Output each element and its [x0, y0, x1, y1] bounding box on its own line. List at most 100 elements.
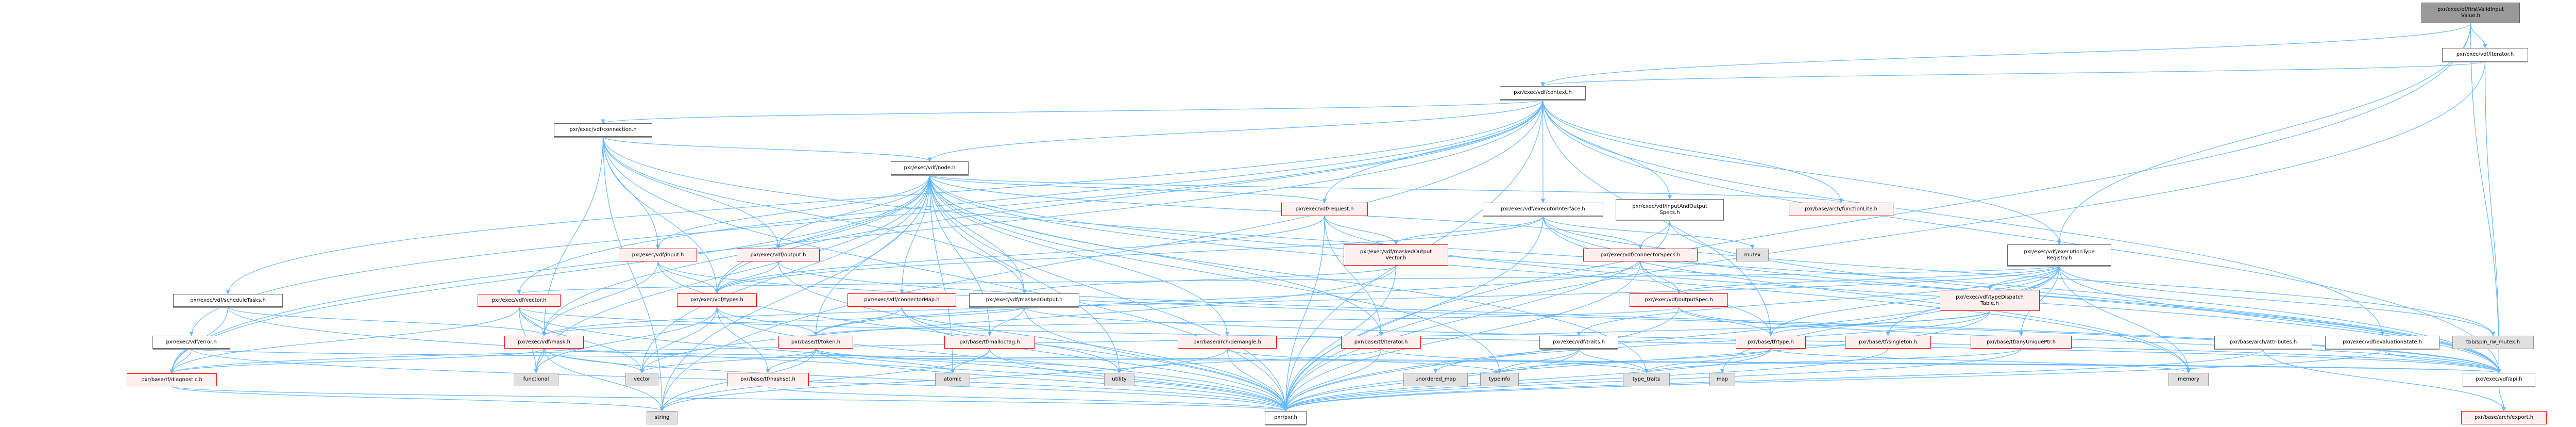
graph-node-type-dispatch-table[interactable]: pxr/exec/vdf/typeDispatch Table.h — [1940, 290, 2040, 311]
graph-node-unordered-map[interactable]: unordered_map — [1403, 373, 1468, 386]
graph-node-map[interactable]: map — [1709, 373, 1735, 386]
graph-node-node[interactable]: pxr/exec/vdf/node.h — [891, 161, 969, 175]
edge-scheduleTasks-to-mask — [227, 306, 547, 336]
graph-node-connector-specs[interactable]: pxr/exec/vdf/connectorSpecs.h — [1583, 249, 1698, 261]
edge-input-to-mask — [541, 261, 658, 336]
graph-node-singleton[interactable]: pxr/base/tf/singleton.h — [1845, 336, 1931, 349]
graph-node-executor-interface[interactable]: pxr/exec/vdf/executorInterface.h — [1483, 203, 1603, 216]
graph-node-connection[interactable]: pxr/exec/vdf/connection.h — [554, 123, 652, 137]
edge-outputSpec-to-tfType — [1678, 306, 1773, 336]
graph-node-token[interactable]: pxr/base/tf/token.h — [778, 336, 853, 349]
graph-node-output-spec[interactable]: pxr/exec/vdf/outputSpec.h — [1630, 293, 1728, 307]
node-label: map — [1716, 376, 1728, 382]
graph-node-connector-map[interactable]: pxr/exec/vdf/connectorMap.h — [848, 293, 956, 307]
edge-node-to-diagnostic — [170, 174, 930, 374]
edge-context-to-connection — [601, 99, 1544, 124]
node-label: pxr/exec/vdf/evaluationState.h — [2342, 339, 2422, 345]
graph-node-masked-output-vector[interactable]: pxr/exec/vdf/maskedOutput Vector.h — [1344, 244, 1448, 266]
edge-executorInterface-to-pxr — [1283, 216, 1544, 412]
graph-node-utility[interactable]: utility — [1104, 373, 1134, 386]
graph-node-diagnostic[interactable]: pxr/base/tf/diagnostic.h — [127, 373, 217, 386]
graph-node-evaluation-state[interactable]: pxr/exec/vdf/evaluationState.h — [2325, 336, 2439, 349]
edge-vdfIterator-to-context — [1540, 61, 2486, 87]
edge-mask-to-pxr — [544, 348, 1288, 412]
graph-node-export[interactable]: pxr/base/arch/export.h — [2461, 411, 2547, 424]
edge-connection-to-output — [602, 136, 781, 249]
node-label: mutex — [1744, 252, 1761, 258]
graph-node-any-unique-ptr[interactable]: pxr/base/tf/anyUniquePtr.h — [1971, 336, 2072, 349]
edge-node-to-pxr — [929, 174, 1288, 412]
edge-token-to-utility — [815, 348, 1122, 373]
edge-typeDispatchTable-to-pxr — [1283, 310, 1990, 412]
graph-node-function-lite[interactable]: pxr/base/arch/functionLite.h — [1789, 203, 1893, 216]
edge-tfIterator-to-typeTraits — [1380, 348, 1649, 373]
graph-node-error[interactable]: pxr/exec/vdf/error.h — [152, 336, 230, 349]
edge-node-to-memory — [929, 174, 2191, 373]
graph-node-context[interactable]: pxr/exec/vdf/context.h — [1500, 86, 1586, 100]
edge-connection-to-maskedOutput — [602, 136, 1027, 294]
graph-node-output[interactable]: pxr/exec/vdf/output.h — [737, 249, 820, 261]
graph-node-functional[interactable]: functional — [514, 373, 558, 386]
node-label: pxr/exec/vdf/context.h — [1514, 90, 1572, 95]
edge-request-to-types — [715, 216, 1325, 294]
graph-node-typeinfo[interactable]: typeinfo — [1480, 373, 1519, 386]
edge-token-to-pxr — [815, 348, 1288, 412]
edge-attributes-to-pxr — [1283, 349, 2264, 412]
edge-context-to-evaluationState — [1542, 99, 2385, 336]
edge-outputSpec-to-token — [814, 306, 1680, 336]
node-label: pxr/exec/vdf/error.h — [166, 339, 217, 345]
graph-node-spin-rw-mutex[interactable]: tbb/spin_rw_mutex.h — [2452, 336, 2534, 349]
graph-node-mask[interactable]: pxr/exec/vdf/mask.h — [504, 336, 584, 349]
edge-context-to-vdfVector — [517, 99, 1544, 294]
graph-node-type-traits[interactable]: type_traits — [1623, 373, 1670, 386]
graph-node-masked-output[interactable]: pxr/exec/vdf/maskedOutput.h — [969, 293, 1079, 307]
graph-node-string[interactable]: string — [647, 411, 677, 424]
graph-node-std-vector[interactable]: vector — [625, 373, 658, 386]
edge-node-to-input — [655, 174, 930, 249]
graph-node-atomic[interactable]: atomic — [935, 373, 970, 386]
graph-node-demangle[interactable]: pxr/base/arch/demangle.h — [1178, 336, 1277, 349]
node-label: pxr/exec/vdf/node.h — [904, 165, 956, 171]
edge-attributes-to-export — [2263, 349, 2506, 412]
edge-singleton-to-pxr — [1283, 348, 1889, 412]
graph-node-hashset[interactable]: pxr/base/tf/hashset.h — [727, 373, 809, 386]
graph-node-tf-type[interactable]: pxr/base/tf/type.h — [1736, 336, 1806, 349]
edge-node-to-string — [659, 174, 930, 412]
graph-node-tf-iterator[interactable]: pxr/base/tf/iterator.h — [1341, 336, 1421, 349]
node-label: pxr/pxr.h — [1274, 415, 1297, 420]
edge-executionTypeRegistry-to-tfType — [1768, 265, 2060, 336]
node-label: vector — [634, 376, 650, 382]
edge-firstValidInputValue-to-pxr — [1283, 23, 2471, 412]
graph-node-memory[interactable]: memory — [2168, 373, 2209, 386]
graph-node-malloc-tag[interactable]: pxr/base/tf/mallocTag.h — [944, 336, 1035, 349]
graph-node-execution-type-registry[interactable]: pxr/exec/vdf/executionType Registry.h — [2007, 244, 2111, 266]
graph-node-mutex[interactable]: mutex — [1736, 249, 1769, 261]
graph-node-first-valid-input-value[interactable]: pxr/exec/ef/firstValidInput Value.h — [2421, 3, 2520, 23]
graph-node-traits[interactable]: pxr/exec/vdf/traits.h — [1539, 336, 1618, 349]
edge-traits-to-typeinfo — [1497, 348, 1580, 373]
graph-node-vdf-vector[interactable]: pxr/exec/vdf/vector.h — [478, 294, 561, 307]
edge-maskedOutput-to-pxr — [1024, 306, 1288, 412]
edge-node-to-api — [929, 174, 2501, 373]
graph-node-types[interactable]: pxr/exec/vdf/types.h — [677, 293, 757, 307]
graph-node-api[interactable]: pxr/exec/vdf/api.h — [2463, 373, 2535, 386]
node-label: pxr/exec/vdf/vector.h — [492, 297, 547, 303]
graph-node-schedule-tasks[interactable]: pxr/exec/vdf/scheduleTasks.h — [173, 294, 283, 307]
node-label: tbb/spin_rw_mutex.h — [2466, 339, 2520, 345]
node-label: pxr/exec/vdf/api.h — [2476, 376, 2522, 382]
edge-node-to-typeinfo — [929, 174, 1502, 373]
graph-node-attributes[interactable]: pxr/base/arch/attributes.h — [2214, 336, 2312, 349]
graph-node-input-and-output-specs[interactable]: pxr/exec/vdf/inputAndOutput Specs.h — [1616, 199, 1724, 220]
node-label: functional — [523, 376, 549, 382]
edge-mask-to-string — [544, 348, 665, 412]
edge-node-to-connectorMap — [900, 174, 930, 294]
graph-node-vdf-iterator[interactable]: pxr/exec/vdf/iterator.h — [2442, 48, 2528, 61]
node-label: pxr/base/tf/hashset.h — [740, 376, 795, 382]
graph-node-pxr[interactable]: pxr/pxr.h — [1265, 411, 1307, 424]
edge-output-to-types — [715, 261, 779, 294]
graph-node-input[interactable]: pxr/exec/vdf/input.h — [619, 249, 697, 261]
edge-types-to-token — [716, 306, 818, 336]
graph-node-request[interactable]: pxr/exec/vdf/request.h — [1281, 203, 1368, 216]
edge-node-to-types — [715, 174, 930, 294]
